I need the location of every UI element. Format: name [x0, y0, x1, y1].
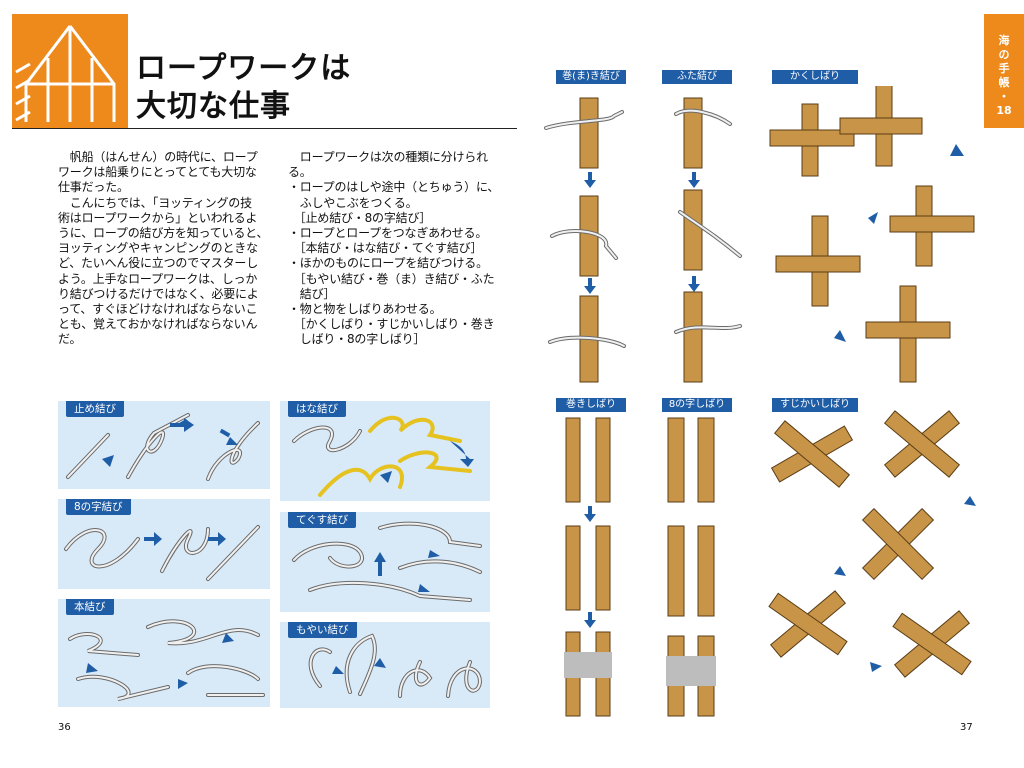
label-hana-musubi: はな結び: [288, 401, 346, 417]
futa-musubi-illustration: [674, 97, 742, 383]
panel-hachi-musubi: 8の字結び: [58, 499, 270, 589]
tent-icon: [15, 25, 116, 122]
label-tome-musubi: 止め結び: [66, 401, 124, 417]
tegusu-musubi-illustration: [292, 521, 482, 602]
panel-tegusu-musubi: てぐす結び: [280, 512, 490, 612]
page-title-line2: 大切な仕事: [136, 89, 291, 124]
hachi-shibari-illustration: [666, 417, 716, 717]
section-logo: [12, 14, 128, 128]
hachi-musubi-illustration: [64, 525, 260, 581]
label-hachi-musubi: 8の字結び: [66, 499, 131, 515]
page-title-line1: ロープワークは: [136, 51, 352, 86]
hana-musubi-illustration: [292, 415, 474, 497]
series-tab-char: 18: [996, 104, 1012, 117]
label-moyai-musubi: もやい結び: [288, 622, 357, 638]
series-tab: 海 の 手 帳 ・ 18: [984, 14, 1024, 128]
maki-musubi-illustration: [544, 97, 626, 383]
page-title: ロープワークは 大切な仕事: [136, 50, 351, 126]
panel-tome-musubi: 止め結び: [58, 401, 270, 489]
label-hachi-shibari: 8の字しばり: [662, 398, 732, 412]
intro-column-1: 帆船（はんせん）の時代に、ロープ ワークは船乗りにとってとても大切な 仕事だった…: [58, 150, 269, 347]
moyai-musubi-illustration: [308, 633, 483, 698]
series-tab-char: 海: [998, 34, 1010, 47]
intro-column-2: ロープワークは次の種類に分けられ る。 ・ロープのはしや途中（とちゅう）に、 ふ…: [288, 150, 500, 347]
series-tab-char: の: [998, 48, 1010, 61]
right-page-illustrations: [544, 86, 976, 717]
label-tegusu-musubi: てぐす結び: [288, 512, 357, 528]
sujikai-shibari-illustration: [768, 410, 976, 678]
series-tab-char: 手: [998, 62, 1010, 75]
label-sujikai-shibari: すじかいしばり: [772, 398, 858, 412]
label-futa-musubi: ふた結び: [662, 70, 732, 84]
page-number-right: 37: [960, 722, 973, 733]
title-divider: [12, 128, 517, 129]
label-maki-musubi: 巻(ま)き結び: [556, 70, 626, 84]
label-kaku-shibari: かくしばり: [772, 70, 858, 84]
kaku-shibari-illustration: [769, 86, 975, 383]
hon-musubi-illustration: [68, 619, 265, 701]
page-number-left: 36: [58, 722, 71, 733]
series-tab-char: 帳: [998, 76, 1010, 89]
panel-hon-musubi: 本結び: [58, 599, 270, 707]
series-tab-char: ・: [998, 90, 1010, 103]
panel-moyai-musubi: もやい結び: [280, 622, 490, 708]
label-hon-musubi: 本結び: [66, 599, 114, 615]
panel-hana-musubi: はな結び: [280, 401, 490, 501]
label-maki-shibari: 巻きしばり: [556, 398, 626, 412]
tome-musubi-illustration: [66, 413, 260, 481]
maki-shibari-illustration: [564, 417, 612, 717]
